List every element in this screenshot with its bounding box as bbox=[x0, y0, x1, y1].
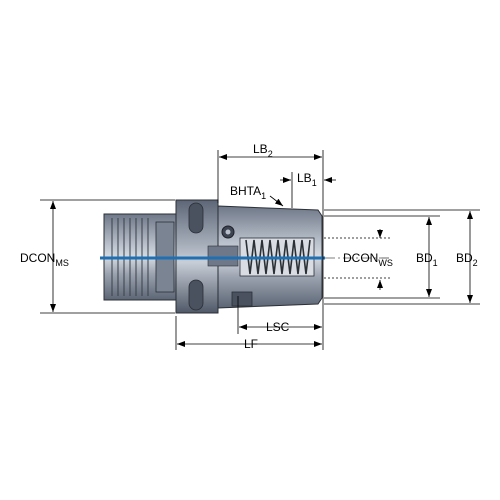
flange-groove-top bbox=[188, 202, 204, 234]
label-lb2: LB2 bbox=[253, 142, 273, 159]
flange-groove-bottom bbox=[188, 279, 204, 311]
label-dcon-ws: DCONWS bbox=[343, 251, 393, 268]
spring bbox=[245, 239, 311, 275]
label-lb1: LB1 bbox=[297, 171, 317, 188]
label-bd2: BD2 bbox=[456, 251, 478, 268]
bhta1-leader bbox=[269, 195, 284, 207]
label-dcon-ms: DCONMS bbox=[20, 251, 69, 268]
lower-pocket bbox=[231, 291, 253, 307]
label-bhta1: BHTA1 bbox=[230, 184, 266, 201]
dimension-labels: LB2 LB1 BHTA1 DCONMS DCONWS BD1 BD2 LSC … bbox=[20, 142, 478, 351]
label-lf: LF bbox=[244, 337, 258, 351]
label-bd1: BD1 bbox=[416, 251, 438, 268]
label-lsc: LSC bbox=[266, 320, 290, 334]
dimension-lines bbox=[40, 150, 480, 350]
